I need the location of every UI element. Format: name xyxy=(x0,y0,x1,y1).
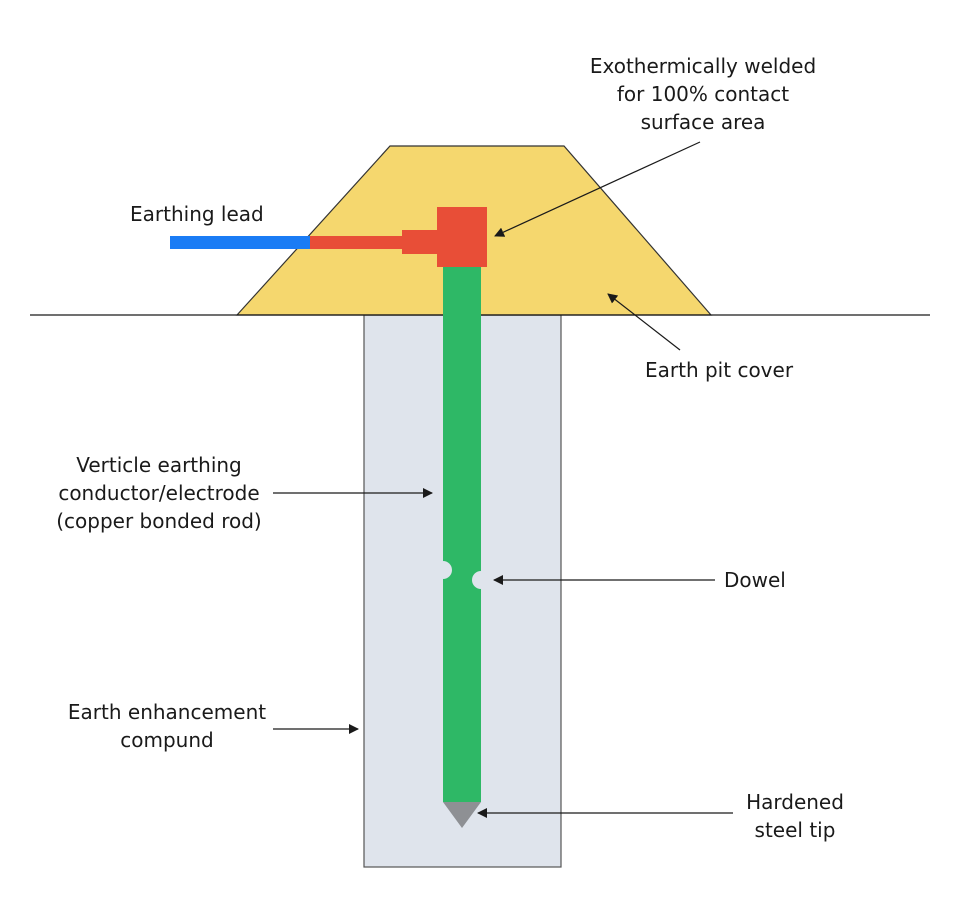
clamp-neck xyxy=(402,230,440,254)
lead-sleeve xyxy=(310,236,404,249)
pit-cover-arrow xyxy=(607,293,681,351)
earthing-lead-cable xyxy=(170,236,312,249)
dowel-label: Dowel xyxy=(724,568,786,592)
earthing-rod xyxy=(443,267,481,802)
weld-arrow xyxy=(494,141,701,237)
steel-tip xyxy=(443,802,481,828)
exothermic-weld-clamp xyxy=(437,207,487,267)
dowel-notch-right xyxy=(472,571,490,589)
weld-label: Exothermically welded for 100% contact s… xyxy=(589,54,817,134)
dowel-notch-left xyxy=(434,561,452,579)
earth-pit-cover-label: Earth pit cover xyxy=(645,358,794,382)
earthing-lead-label: Earthing lead xyxy=(130,202,264,226)
steel-tip-label: Hardened steel tip xyxy=(746,790,844,842)
electrode-label: Verticle earthing conductor/electrode (c… xyxy=(56,453,262,533)
compound-label: Earth enhancement compund xyxy=(67,700,267,752)
